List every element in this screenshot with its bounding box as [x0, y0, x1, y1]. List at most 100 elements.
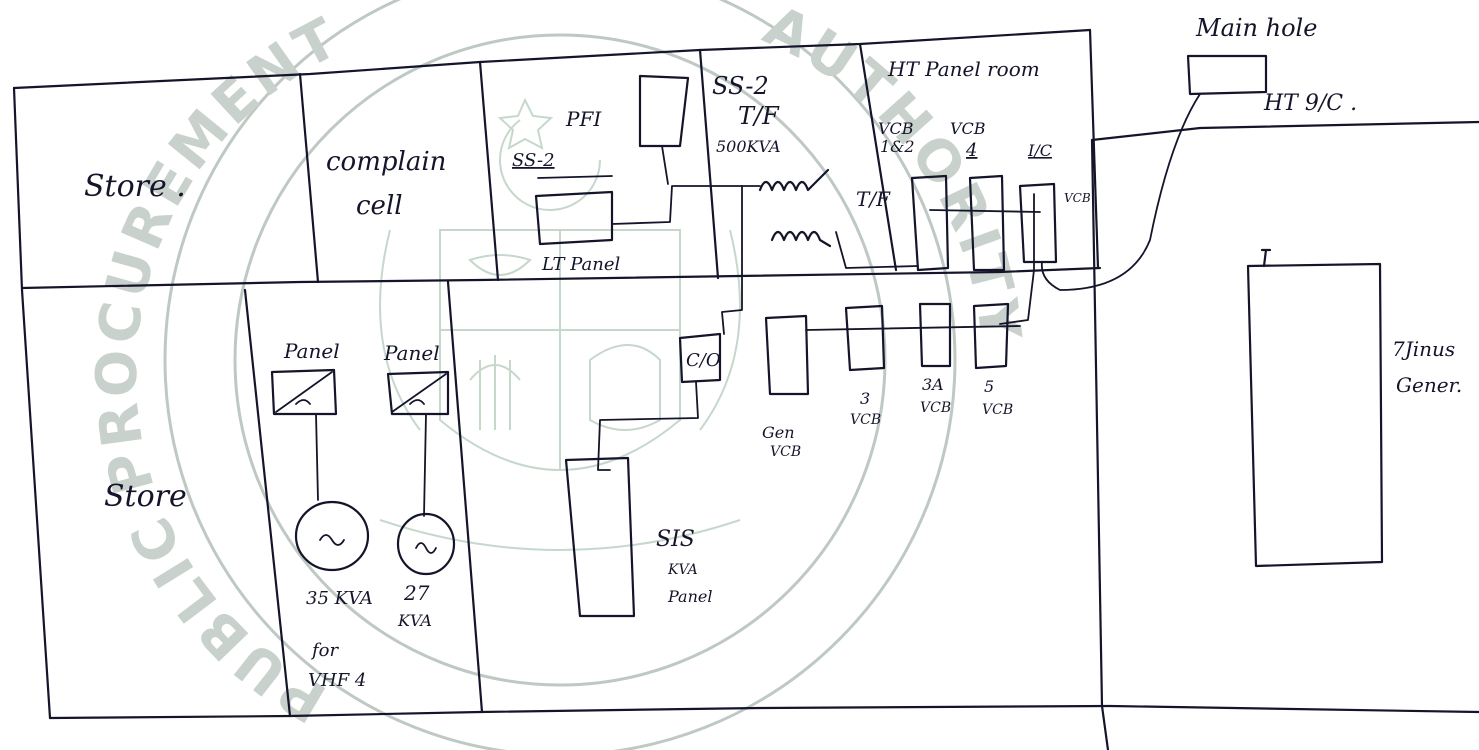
- lt-panel-box: [534, 190, 614, 246]
- partition-5: [243, 288, 292, 718]
- co-to-sis-cable: [597, 381, 699, 471]
- vcb-3-box: [844, 304, 886, 372]
- watermark-text-left: PUBLIC PROCUREMENT: [85, 4, 351, 734]
- panel-2-to-gen-2: [423, 413, 427, 517]
- generator-exhaust: [1260, 248, 1272, 268]
- scroll-icon: [379, 519, 741, 551]
- panel-1-symbol: [275, 371, 333, 413]
- vcb-12-label-1: VCB: [878, 119, 914, 138]
- sis-panel-label-3: Panel: [667, 587, 712, 606]
- vcb-3-label-1: 3: [860, 389, 870, 408]
- cotton-icon: [468, 254, 532, 276]
- room-ss2-tf-line1: SS-2: [712, 72, 769, 100]
- co-switch-box: [678, 332, 722, 384]
- ic-vcb-box: [1018, 182, 1058, 264]
- room-ss2-label: SS-2: [512, 150, 555, 171]
- watermark-text-right: AUTHORITY: [754, 0, 1033, 348]
- watermark-inner-ring: [233, 33, 887, 687]
- gen-vcb-label-2: VCB: [770, 444, 801, 460]
- main-hole-box: [1186, 54, 1268, 96]
- panel-2-box: [386, 370, 450, 416]
- ht-cable-to-main-hole: [1040, 93, 1201, 291]
- room-generator-line1: 7Jinus: [1392, 337, 1455, 361]
- vcb-5-label-1: 5: [984, 377, 994, 396]
- wall-top: [12, 28, 1092, 90]
- gen-2-label-1: 27: [403, 581, 430, 605]
- wall-gen-left: [1090, 138, 1110, 750]
- tf-to-co-cable: [721, 185, 743, 335]
- partition-3: [698, 48, 720, 280]
- ic-to-lower-vcb-cable: [999, 193, 1035, 325]
- generator-2-wave: [415, 542, 437, 554]
- tf-mark-label: T/F: [856, 187, 891, 211]
- room-complain-line1: complain: [326, 147, 446, 177]
- panel-2-symbol: [391, 373, 447, 413]
- pfi-panel-label: PFI: [565, 107, 602, 131]
- vcb-3-label-2: VCB: [850, 412, 881, 428]
- tf-rating-label: 500KVA: [716, 137, 781, 156]
- partition-6: [446, 280, 484, 714]
- panel-1-label: Panel: [283, 339, 340, 363]
- partition-2: [478, 60, 500, 282]
- gen-1-label-3: VHF 4: [308, 670, 366, 691]
- vcb-4-label-1: VCB: [950, 119, 986, 138]
- vcb-3a-label-2: VCB: [920, 400, 951, 416]
- lower-busbar: [805, 325, 1021, 331]
- partition-4: [858, 42, 898, 272]
- wall-right-top: [1088, 28, 1100, 270]
- generator-1-wave: [319, 534, 345, 546]
- gen-2-label-2: KVA: [397, 611, 432, 630]
- ht-oc-label: HT 9/C .: [1263, 91, 1357, 116]
- gen-vcb-label-1: Gen: [762, 423, 795, 442]
- vcb-12-label-2: 1&2: [880, 137, 915, 156]
- vcb-3a-label-1: 3A: [922, 375, 944, 394]
- vcb-5-box: [972, 302, 1010, 370]
- room-ss2-tf-line2: T/F: [738, 102, 780, 130]
- pfi-to-lt-cable: [661, 145, 669, 185]
- gen-1-label-2: for: [310, 640, 339, 661]
- vcb-5-label-2: VCB: [982, 402, 1013, 418]
- ic-vcb-label-1: I/C: [1027, 141, 1052, 160]
- lt-panel-bus: [537, 175, 613, 179]
- pfi-panel-box: [638, 74, 690, 148]
- lt-panel-label: LT Panel: [541, 254, 620, 275]
- partition-1: [298, 72, 320, 284]
- panel-1-to-gen-1: [315, 413, 319, 501]
- watermark-seal: PUBLIC PROCUREMENT AUTHORITY: [85, 0, 1033, 750]
- tf-to-ht-cable: [835, 231, 919, 269]
- sis-panel-box: [564, 456, 636, 618]
- gen-vcb-box: [764, 314, 810, 396]
- wall-bottom: [48, 704, 1479, 720]
- generator-1-symbol: [294, 500, 370, 572]
- ht-busbar: [929, 209, 1041, 213]
- generator-2-symbol: [396, 512, 456, 576]
- crescent-icon: [499, 119, 601, 211]
- tf-primary-coil: [758, 168, 830, 192]
- wreath-icon: [379, 229, 741, 431]
- lt-to-tf-cable: [611, 185, 761, 225]
- generator-unit-box: [1246, 262, 1384, 568]
- tea-icon: [589, 344, 661, 431]
- vcb-4-box: [968, 174, 1006, 272]
- room-generator-line2: Gener.: [1396, 373, 1462, 397]
- shield-divider: [440, 230, 680, 470]
- sis-panel-label-1: SIS: [656, 527, 695, 552]
- wall-gen-top: [1090, 120, 1479, 142]
- sis-panel-label-2: KVA: [667, 562, 698, 578]
- room-ht-panel: HT Panel room: [887, 57, 1040, 81]
- vcb-12-box: [910, 174, 950, 272]
- main-hole-label: Main hole: [1195, 14, 1317, 42]
- room-store-top: Store .: [84, 169, 186, 204]
- gen-1-label-1: 35 KVA: [306, 588, 373, 609]
- tf-secondary-coil: [770, 230, 832, 248]
- wheat-icon: [469, 355, 521, 430]
- ic-vcb-label-2: VCB: [1064, 191, 1091, 205]
- building-outline: [12, 28, 1479, 750]
- panel-1-box: [270, 368, 338, 416]
- room-store-bottom: Store: [104, 479, 187, 514]
- co-switch-label: C/O: [686, 350, 721, 371]
- watermark-outer-ring: [163, 0, 957, 750]
- vcb-4-label-2: 4: [965, 140, 977, 161]
